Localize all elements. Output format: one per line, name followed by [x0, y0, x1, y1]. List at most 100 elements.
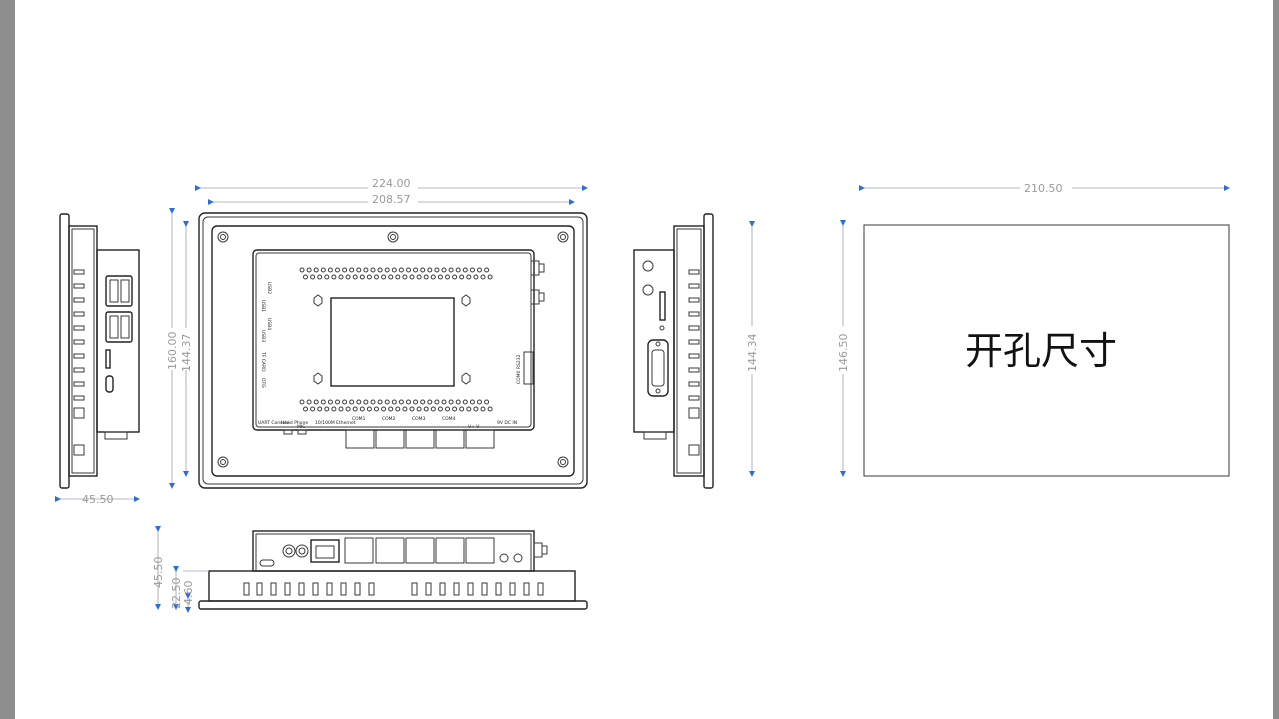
vent-hole — [484, 267, 490, 273]
vent-slot — [298, 582, 305, 596]
vent-hole — [455, 399, 461, 405]
label-otg: OTG — [260, 378, 266, 388]
vent-hole — [395, 274, 401, 280]
vent-hole — [299, 267, 305, 273]
vent-hole — [331, 406, 337, 412]
vent-hole — [370, 399, 376, 405]
dim-right-height: 144.34 — [746, 334, 759, 373]
vent-hole — [381, 274, 387, 280]
vent-hole — [342, 267, 348, 273]
vent-hole — [427, 399, 433, 405]
vent-hole — [448, 399, 454, 405]
vent-hole — [434, 399, 440, 405]
vent-hole — [452, 406, 458, 412]
right-side-view: 144.34 — [633, 213, 760, 489]
vent-hole — [487, 406, 493, 412]
vent-slot — [354, 582, 361, 596]
vent-hole — [363, 399, 369, 405]
vent-hole — [377, 399, 383, 405]
label-tf-card: TF CARD — [260, 351, 266, 372]
vent-hole — [363, 267, 369, 273]
vent-hole — [430, 406, 436, 412]
vent-hole — [434, 267, 440, 273]
vent-hole — [374, 406, 379, 412]
vent-hole — [406, 399, 411, 405]
vent-hole — [437, 406, 443, 412]
cutout-view: 210.50 146.50 开孔尺寸 — [835, 180, 1230, 477]
vent-hole — [423, 274, 429, 280]
vent-hole — [349, 267, 355, 273]
vent-hole — [473, 406, 479, 412]
vent-hole — [374, 274, 379, 280]
cutout-label: 开孔尺寸 — [965, 329, 1117, 373]
vent-slot — [509, 582, 516, 596]
vent-hole — [398, 267, 404, 273]
vent-hole — [310, 406, 316, 412]
vent-hole — [324, 406, 330, 412]
drawing-sheet: 45.50 224.00 208.57 160.00 144.37 — [15, 0, 1273, 719]
vent-hole — [466, 274, 472, 280]
vent-hole — [317, 406, 323, 412]
vent-hole — [366, 406, 372, 412]
vent-hole — [310, 274, 316, 280]
vent-hole — [345, 406, 351, 412]
vent-hole — [327, 399, 333, 405]
vent-hole — [477, 267, 482, 273]
vent-slot — [523, 582, 530, 596]
dim-front-height-outer: 160.00 — [166, 332, 179, 371]
vent-hole — [324, 274, 330, 280]
vent-hole — [469, 399, 475, 405]
vent-hole — [317, 274, 323, 280]
vent-slot — [243, 582, 250, 596]
dim-cutout-height: 146.50 — [837, 334, 850, 373]
vent-hole — [352, 274, 358, 280]
corner-screws — [217, 231, 569, 468]
vent-hole — [384, 267, 390, 273]
technical-drawing: 45.50 224.00 208.57 160.00 144.37 — [55, 177, 1230, 613]
vent-hole — [306, 267, 312, 273]
vent-hole — [402, 406, 408, 412]
vent-hole — [477, 399, 482, 405]
vent-hole — [370, 267, 376, 273]
vent-hole — [356, 267, 362, 273]
vent-hole — [345, 274, 351, 280]
vent-hole — [455, 267, 461, 273]
dim-cutout-width: 210.50 — [1024, 182, 1063, 195]
vent-hole — [459, 274, 465, 280]
vent-slot — [284, 582, 291, 596]
vent-hole — [303, 274, 308, 280]
vent-hole — [335, 399, 340, 405]
vent-slot — [467, 582, 474, 596]
vent-hole — [480, 406, 486, 412]
vent-hole — [413, 267, 419, 273]
vent-hole — [445, 406, 450, 412]
vent-slot — [495, 582, 502, 596]
dim-left-depth: 45.50 — [82, 493, 114, 506]
label-ethernet: 10/100M Ethernet — [315, 420, 356, 426]
vent-hole — [452, 274, 458, 280]
label-usb2: USB2 — [266, 282, 272, 294]
vent-hole — [338, 274, 344, 280]
right-vent-slots — [688, 269, 700, 456]
vent-hole — [366, 274, 372, 280]
bottom-vent-dots — [299, 399, 493, 412]
label-com0: COM0 RS232 — [516, 354, 522, 384]
label-usb1: USB1 — [260, 300, 266, 312]
vent-hole — [448, 267, 454, 273]
vent-hole — [423, 406, 429, 412]
vent-hole — [466, 406, 472, 412]
vent-slot — [537, 582, 544, 596]
vent-hole — [395, 406, 401, 412]
vent-hole — [359, 406, 365, 412]
label-mic: MIC — [297, 424, 305, 430]
vent-hole — [441, 399, 447, 405]
dim-front-width-inner: 208.57 — [372, 193, 411, 206]
vent-hole — [313, 267, 319, 273]
vent-hole — [377, 267, 383, 273]
label-com2: COM2 — [382, 416, 396, 422]
rear-view: 224.00 208.57 160.00 144.37 — [164, 177, 588, 489]
vent-hole — [313, 399, 319, 405]
vent-hole — [327, 267, 333, 273]
vent-hole — [430, 274, 436, 280]
vent-slot — [439, 582, 446, 596]
